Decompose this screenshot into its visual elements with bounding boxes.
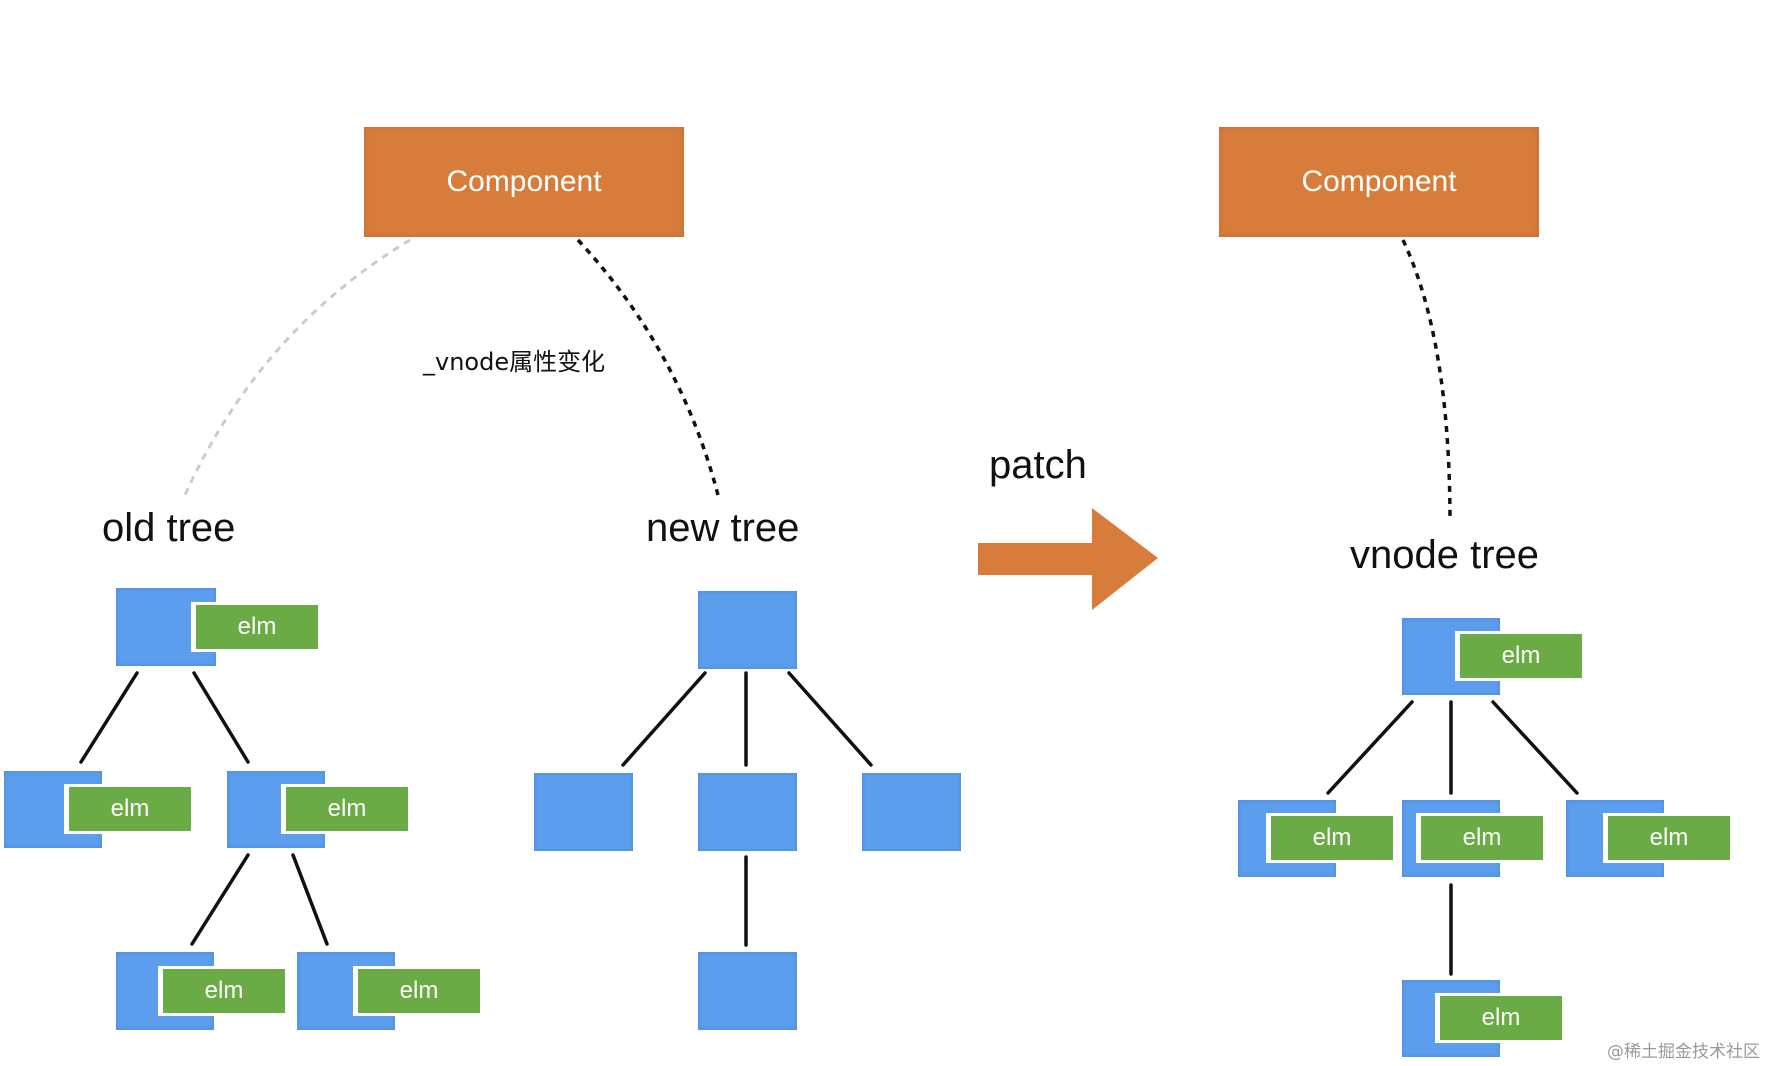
new-tree-node-right — [862, 773, 961, 851]
new-tree-title: new tree — [646, 506, 800, 550]
vnode-tree-elm-middle: elm — [1416, 813, 1543, 863]
old-tree-title: old tree — [102, 506, 236, 550]
old-tree-link — [183, 238, 411, 496]
vnode-tree-link — [1401, 239, 1452, 523]
old-tree-edges — [79, 671, 329, 946]
new-tree-node-left — [534, 773, 633, 851]
old-tree-elm-root: elm — [191, 602, 318, 652]
new-tree-node-root — [698, 591, 797, 669]
new-tree-node-leaf — [698, 952, 797, 1030]
old-tree-elm-right: elm — [281, 784, 408, 834]
new-tree-link — [576, 238, 720, 496]
component-box-left: Component — [364, 127, 684, 237]
vnode-tree-elm-right: elm — [1603, 813, 1730, 863]
new-tree-edges — [621, 671, 873, 947]
vnode-tree-elm-left: elm — [1266, 813, 1393, 863]
old-tree-elm-left: elm — [64, 784, 191, 834]
vnode-tree-edges — [1326, 700, 1579, 976]
patch-label: patch — [989, 443, 1087, 487]
vnode-tree-elm-root: elm — [1455, 631, 1582, 681]
old-tree-elm-leaf-2: elm — [353, 966, 480, 1016]
old-tree-elm-leaf-1: elm — [158, 966, 285, 1016]
component-label-left: Component — [446, 165, 602, 198]
vnode-tree-elm-leaf: elm — [1435, 993, 1562, 1043]
watermark-text: @稀土掘金技术社区 — [1607, 1042, 1760, 1062]
vnode-change-label: _vnode属性变化 — [423, 348, 606, 376]
patch-arrow-icon — [978, 508, 1158, 610]
new-tree-node-middle — [698, 773, 797, 851]
component-box-right: Component — [1219, 127, 1539, 237]
component-label-right: Component — [1301, 165, 1457, 198]
vnode-tree-title: vnode tree — [1350, 533, 1540, 577]
